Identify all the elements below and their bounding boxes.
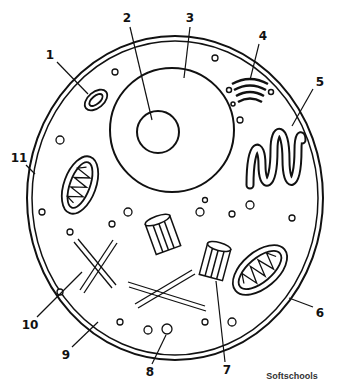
cell-membrane-outer bbox=[27, 36, 323, 360]
centriole bbox=[199, 240, 231, 281]
mitochondrion bbox=[224, 236, 296, 305]
vesicle bbox=[289, 215, 295, 221]
cristae bbox=[66, 164, 93, 205]
microtubule bbox=[74, 242, 112, 288]
leader-line bbox=[250, 44, 259, 80]
vesicle bbox=[56, 136, 64, 144]
vesicle bbox=[112, 69, 118, 75]
centriole-end bbox=[207, 240, 232, 254]
organelle-inner bbox=[87, 92, 104, 108]
centriole-tubule bbox=[152, 222, 163, 252]
golgi-vesicle bbox=[231, 102, 235, 106]
leader-line bbox=[292, 89, 313, 126]
vesicles bbox=[39, 55, 295, 334]
golgi-apparatus bbox=[227, 79, 274, 106]
vesicle bbox=[39, 209, 45, 215]
leader-line bbox=[289, 298, 313, 307]
cell-membrane-inner bbox=[32, 41, 318, 355]
centriole-tubule bbox=[158, 220, 169, 250]
leader-line bbox=[130, 27, 152, 120]
microtubule bbox=[78, 239, 116, 285]
leader-lines bbox=[26, 27, 313, 364]
centriole bbox=[144, 212, 181, 255]
watermark: Softschools bbox=[266, 372, 318, 381]
callout-number: 11 bbox=[11, 152, 28, 164]
vesicle bbox=[237, 117, 243, 123]
nucleolus bbox=[137, 111, 179, 153]
callout-number: 5 bbox=[316, 76, 324, 88]
callout-number: 3 bbox=[186, 12, 194, 24]
centriole-tubule bbox=[163, 218, 174, 248]
callout-number: 10 bbox=[22, 319, 39, 331]
organelle-outer bbox=[81, 86, 111, 115]
leader-line bbox=[26, 165, 35, 174]
callout-number: 2 bbox=[123, 12, 131, 24]
vesicle bbox=[117, 319, 123, 325]
leader-line bbox=[152, 335, 166, 364]
leader-line bbox=[184, 27, 190, 78]
vesicle bbox=[162, 324, 172, 334]
callout-number: 9 bbox=[62, 349, 70, 361]
mitochondrion-inner bbox=[232, 244, 287, 296]
mitochondrion bbox=[55, 151, 106, 218]
golgi-cisterna bbox=[236, 92, 264, 96]
mitochondrion-outer bbox=[55, 151, 106, 218]
mitochondrion-inner bbox=[62, 159, 97, 211]
golgi-cisterna bbox=[234, 86, 266, 91]
leader-line bbox=[216, 281, 225, 362]
vesicle bbox=[229, 211, 235, 217]
vesicle bbox=[196, 208, 204, 216]
vesicle bbox=[202, 319, 208, 325]
callout-number: 7 bbox=[223, 364, 231, 376]
microtubule bbox=[135, 270, 192, 304]
callout-number: 4 bbox=[259, 30, 267, 42]
golgi-cisterna bbox=[238, 99, 262, 103]
vesicle bbox=[228, 318, 236, 326]
vesicle bbox=[246, 201, 254, 209]
golgi-vesicle bbox=[269, 90, 274, 95]
leader-line bbox=[72, 322, 98, 347]
vesicle bbox=[124, 208, 132, 216]
vesicle bbox=[67, 229, 73, 235]
cristae bbox=[238, 250, 281, 290]
microtubule bbox=[84, 243, 117, 293]
golgi-vesicle bbox=[227, 88, 232, 93]
nucleus bbox=[110, 68, 234, 192]
lysosome bbox=[81, 86, 111, 115]
vesicle bbox=[212, 55, 218, 61]
er-outline bbox=[250, 132, 302, 185]
callout-number: 1 bbox=[46, 49, 54, 61]
microtubule bbox=[80, 240, 113, 290]
endoplasmic-reticulum bbox=[250, 132, 302, 185]
vesicle bbox=[144, 326, 152, 334]
microtubules bbox=[74, 239, 206, 311]
callout-number: 6 bbox=[316, 307, 324, 319]
er-lumen bbox=[250, 132, 302, 185]
leader-line bbox=[37, 272, 82, 317]
microtubule bbox=[138, 274, 195, 308]
callout-number: 8 bbox=[146, 366, 154, 378]
mitochondrion-outer bbox=[224, 236, 296, 305]
vesicle bbox=[203, 198, 208, 203]
centriole-tubule bbox=[217, 248, 225, 279]
leader-line bbox=[57, 62, 88, 94]
vesicle bbox=[109, 221, 115, 227]
centriole-end bbox=[144, 212, 171, 228]
